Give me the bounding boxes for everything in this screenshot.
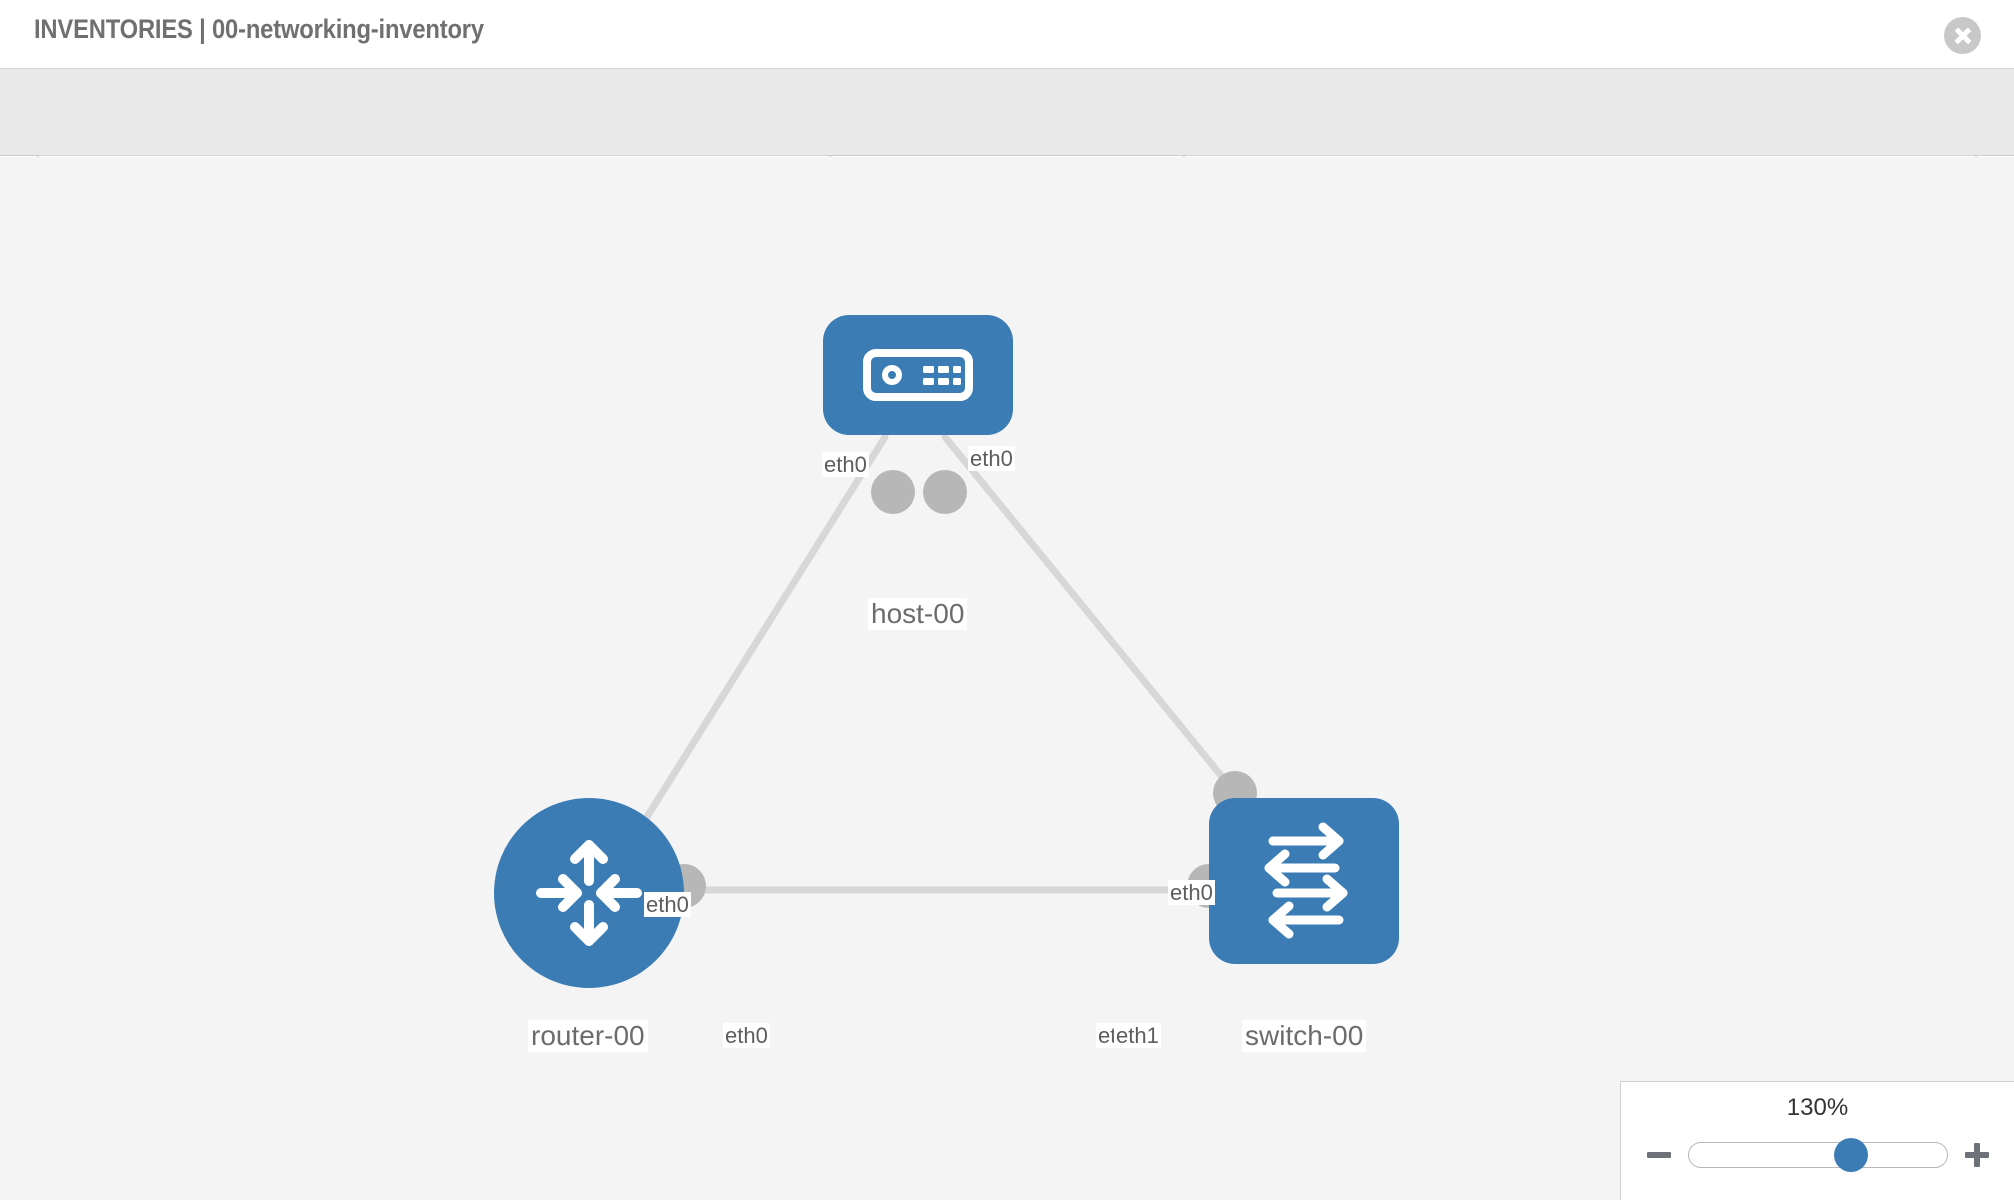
- minus-icon: [1646, 1152, 1671, 1158]
- server-icon: [863, 349, 973, 401]
- router-icon: [536, 840, 642, 946]
- node-label-switch-00: switch-00: [1242, 1020, 1367, 1053]
- iface-label-router-up: eth0: [644, 892, 691, 918]
- connector-host-left: [871, 470, 915, 514]
- zoom-out-button[interactable]: [1644, 1140, 1674, 1170]
- iface-label-host-right: eth0: [968, 446, 1015, 472]
- zoom-in-button[interactable]: [1962, 1140, 1992, 1170]
- node-label-host-00: host-00: [868, 598, 968, 631]
- zoom-control-panel: 130%: [1620, 1081, 2014, 1200]
- switch-node-shape[interactable]: [1209, 798, 1399, 964]
- zoom-slider[interactable]: [1687, 1138, 1948, 1172]
- topology-links: [596, 433, 1236, 896]
- link-router-host: [596, 433, 889, 896]
- iface-label-host-left: eth0: [822, 452, 869, 478]
- zoom-level-value: 130%: [1786, 1094, 1849, 1121]
- page-title: INVENTORIES | 00-networking-inventory: [34, 14, 484, 44]
- host-node-shape[interactable]: [823, 315, 1013, 435]
- plus-icon-vertical: [1973, 1143, 1980, 1167]
- connector-host-right: [923, 470, 967, 514]
- zoom-slider-thumb[interactable]: [1834, 1138, 1869, 1172]
- switch-icon: [1264, 822, 1348, 939]
- node-host-00[interactable]: host-00: [823, 315, 1013, 631]
- iface-label-switch-up: eth0: [1168, 880, 1215, 906]
- zoom-slider-row: [1621, 1134, 2014, 1176]
- close-icon[interactable]: [1944, 17, 1981, 54]
- iface-label-switch-left: eth1: [1114, 1023, 1161, 1049]
- toolbar: ACTIONS SEARCH: [0, 69, 2014, 208]
- page-header: INVENTORIES | 00-networking-inventory: [0, 0, 2014, 69]
- node-label-router-00: router-00: [528, 1020, 648, 1053]
- link-host-switch: [941, 433, 1236, 793]
- topology-canvas[interactable]: host-00 eth0 eth0: [0, 157, 2014, 1200]
- iface-label-router-right: eth0: [723, 1023, 770, 1049]
- node-switch-00[interactable]: switch-00: [1187, 771, 1399, 1053]
